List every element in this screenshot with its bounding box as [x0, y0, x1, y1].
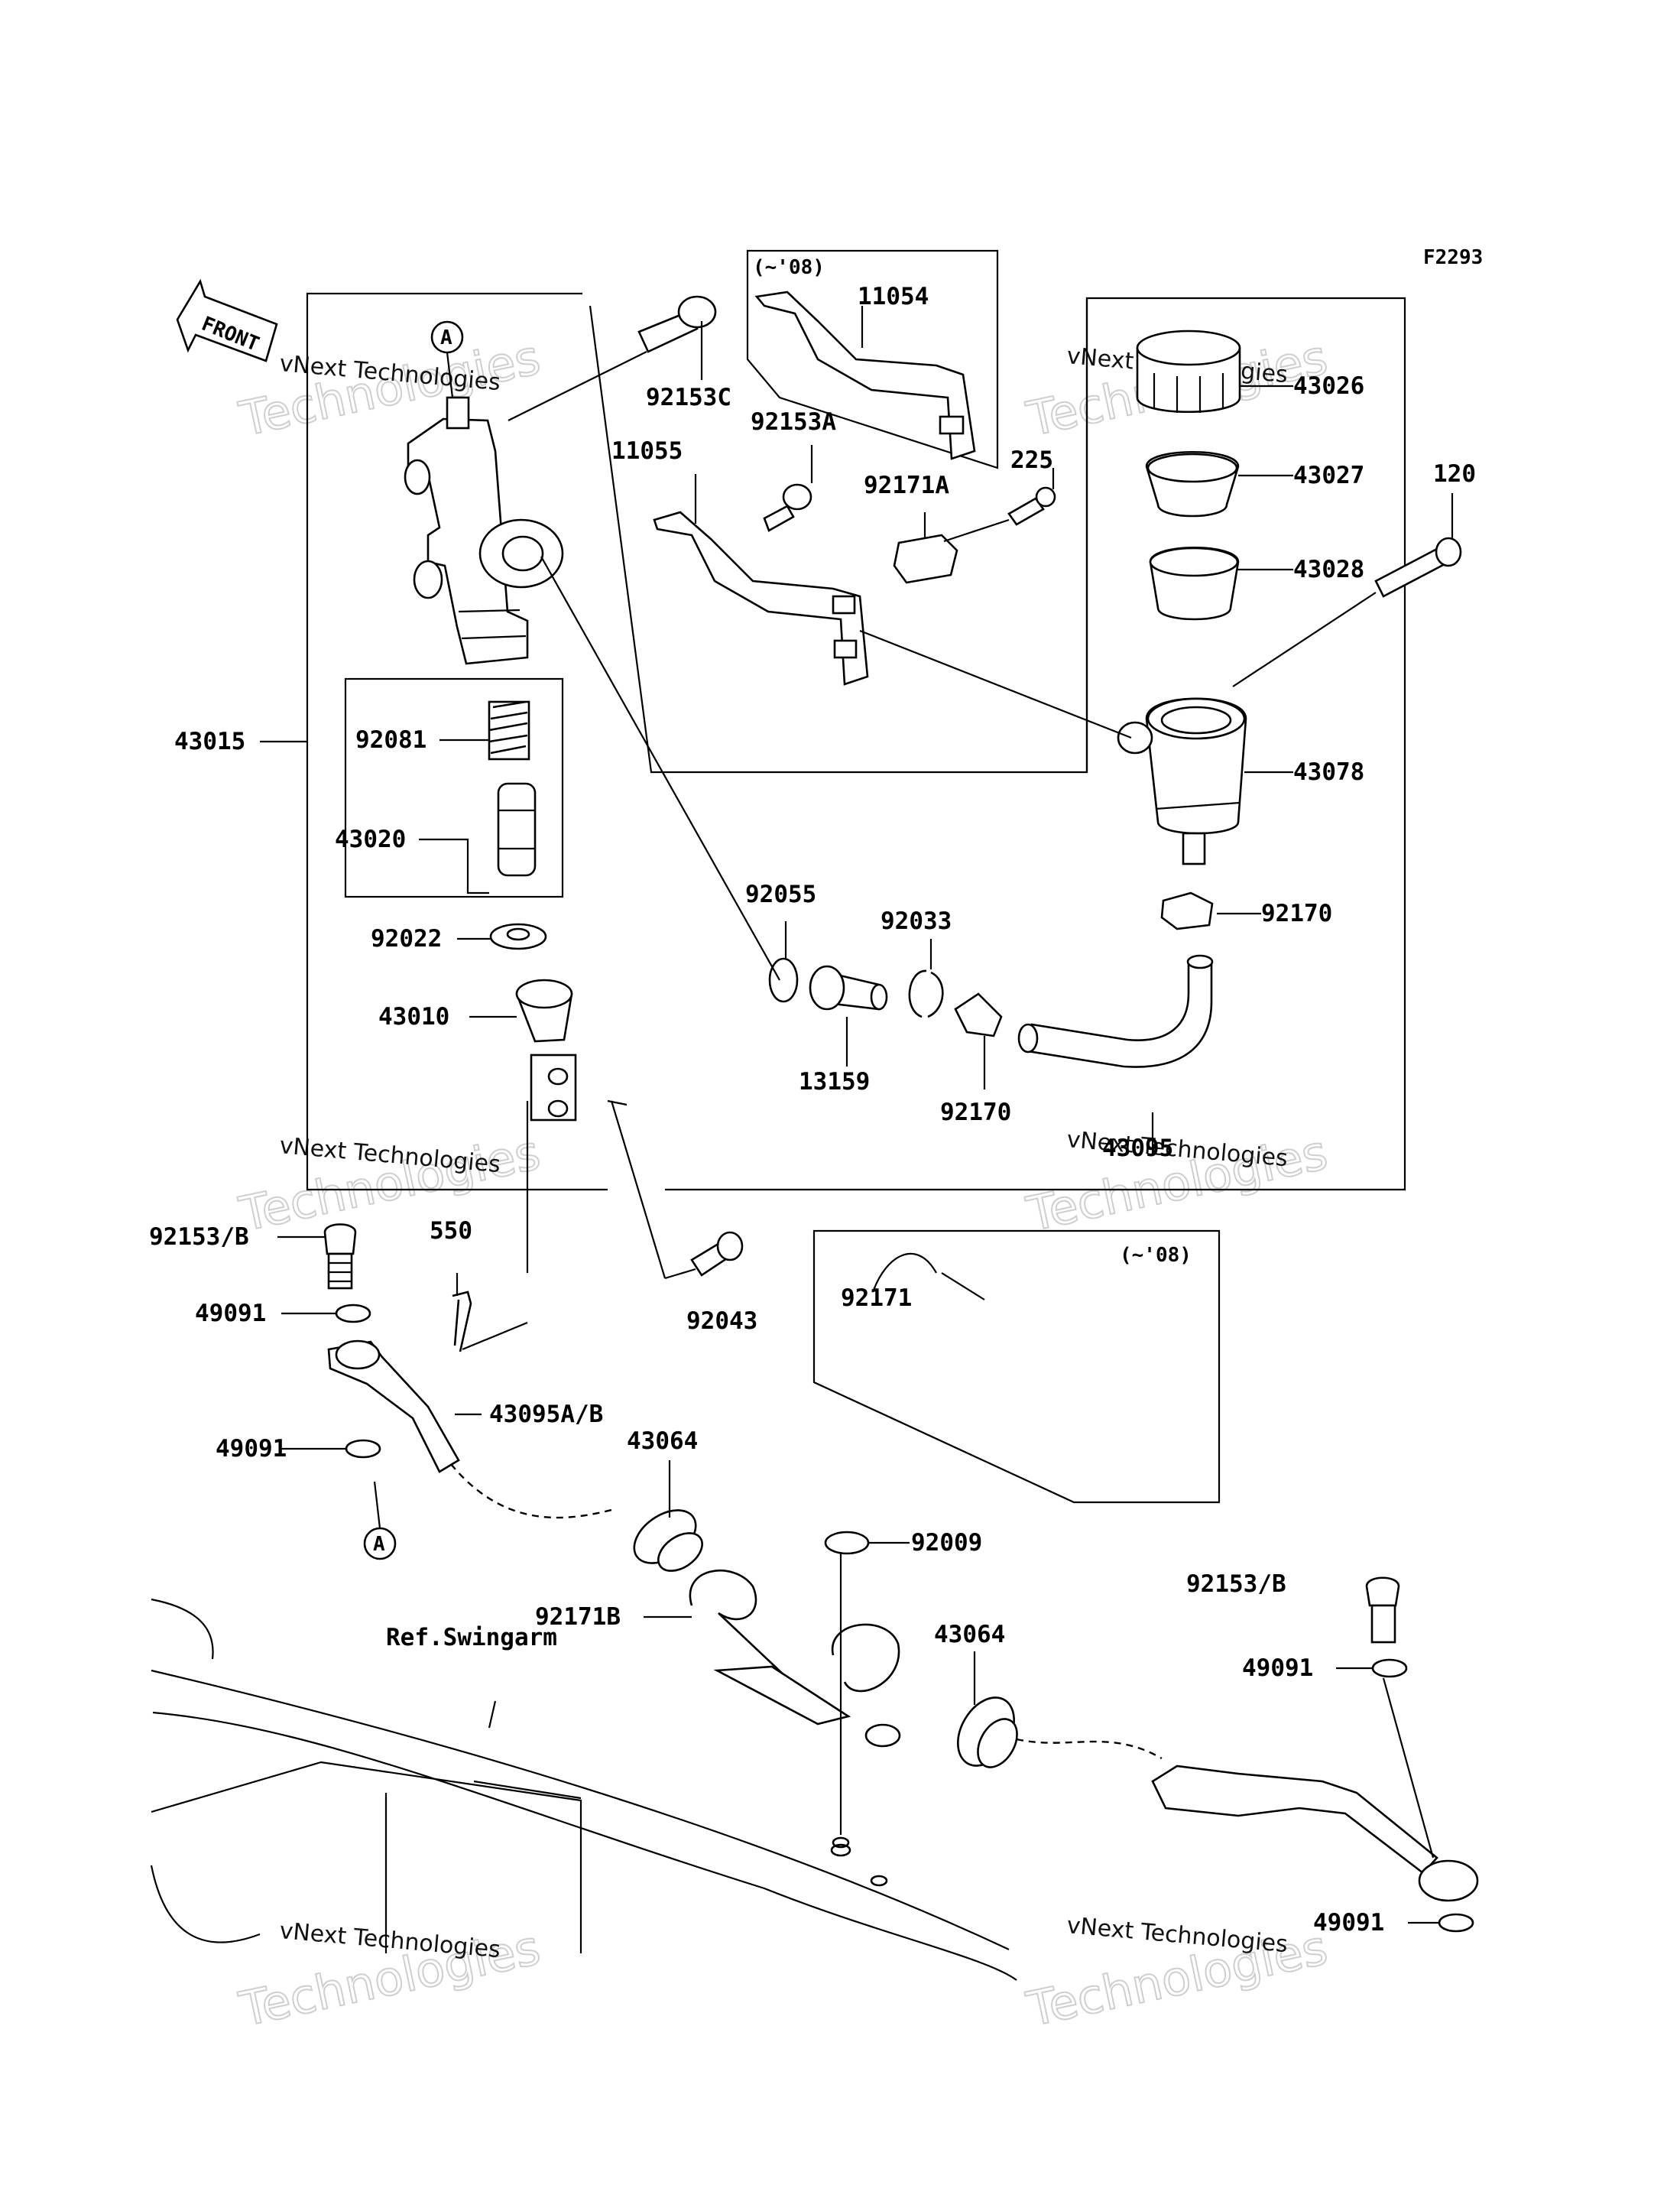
screw-120 [1232, 537, 1462, 687]
clamp-92171A [893, 534, 958, 584]
grommet-43064-2 [957, 1696, 1163, 1768]
fitting-13159 [809, 965, 888, 1011]
bracket-11054 [754, 291, 976, 460]
part-label-43095: 43095 [1102, 1135, 1173, 1162]
part-label-43020: 43020 [335, 826, 406, 853]
part-label-92170: 92170 [1261, 900, 1332, 927]
part-label-92153B: 92153/B [149, 1223, 249, 1251]
swingarm-outline [150, 1598, 1017, 1981]
part-label-92055: 92055 [745, 881, 816, 908]
variant-note: (~'08) [753, 256, 825, 279]
bolt-92153A [763, 483, 812, 532]
cotter-pin-550 [452, 1291, 472, 1352]
bolt-92153C [508, 295, 717, 421]
screw-92009 [824, 1531, 870, 1849]
part-label-43064: 43064 [934, 1621, 1005, 1648]
part-label-92043: 92043 [686, 1307, 757, 1335]
bracket-11055 [653, 511, 869, 686]
part-label-92009: 92009 [911, 1529, 982, 1557]
part-label-92171: 92171 [841, 1284, 912, 1312]
pushrod-43010 [515, 979, 577, 1122]
part-labels: 92153C 11054 92153A 225 11055 92171A 430… [149, 283, 1476, 1937]
part-label-92081: 92081 [355, 726, 426, 754]
part-label-43095AB: 43095A/B [489, 1401, 603, 1428]
ref-marker-a-bottom: A [363, 1481, 397, 1560]
svg-text:A: A [440, 326, 452, 349]
part-label-92171B: 92171B [535, 1603, 621, 1631]
plate-43027 [1145, 450, 1240, 518]
part-label-49091: 49091 [1242, 1654, 1313, 1682]
part-label-120: 120 [1433, 460, 1476, 488]
front-arrow-icon: FRONT [176, 278, 278, 362]
clip-92170-upper [1160, 891, 1214, 930]
circlip-92033 [908, 969, 944, 1018]
part-label-43028: 43028 [1293, 556, 1364, 583]
part-label-92153C: 92153C [646, 384, 731, 411]
hose-43095 [1017, 954, 1214, 1068]
clamp-92171B [689, 1570, 901, 1748]
leader-lines [260, 306, 1454, 1924]
grommet-43064-1 [633, 1509, 703, 1572]
part-label-43064: 43064 [627, 1427, 698, 1455]
part-label-43015: 43015 [174, 728, 245, 755]
diagram-code: F2293 [1423, 246, 1483, 269]
part-label-92171A: 92171A [864, 472, 949, 499]
part-label-92153B: 92153/B [1186, 1570, 1286, 1598]
part-label-43078: 43078 [1293, 758, 1364, 786]
variant-note: (~'08) [1120, 1244, 1192, 1267]
master-cylinder-body [404, 396, 564, 665]
part-label-43026: 43026 [1293, 372, 1364, 400]
washer-49091 [1371, 1658, 1408, 1678]
part-label-11054: 11054 [858, 283, 929, 310]
part-label-92033: 92033 [881, 907, 952, 935]
part-label-225: 225 [1010, 446, 1053, 474]
clip-92170-lower [954, 992, 1003, 1037]
cap-43026 [1136, 330, 1241, 414]
washer-49091 [345, 1439, 381, 1459]
hose-lower-right [1151, 1765, 1479, 1902]
reservoir-43078 [1117, 697, 1247, 865]
seal-92022 [489, 923, 547, 950]
oring-92055 [768, 957, 799, 1003]
svg-text:A: A [373, 1533, 385, 1556]
banjo-bolt-92153B-right [1365, 1576, 1435, 1859]
part-label-11055: 11055 [611, 437, 683, 465]
part-label-550: 550 [430, 1217, 472, 1245]
piston-43020 [497, 782, 537, 877]
ref-swingarm-label: Ref.Swingarm [386, 1624, 557, 1651]
screw-225 [943, 486, 1056, 543]
ref-marker-a-top: A [430, 320, 464, 417]
part-label-49091: 49091 [195, 1300, 266, 1327]
group-frames [306, 249, 1406, 1504]
banjo-bolt-92153B-left [323, 1223, 357, 1290]
part-label-43010: 43010 [378, 1003, 449, 1031]
spring-92081 [488, 700, 530, 761]
part-label-92022: 92022 [371, 925, 442, 953]
pin-92043 [610, 1100, 744, 1280]
washer-49091 [335, 1304, 371, 1323]
part-label-43027: 43027 [1293, 462, 1364, 489]
part-label-13159: 13159 [799, 1068, 870, 1096]
diaphragm-43028 [1149, 547, 1240, 621]
part-label-92153A: 92153A [751, 408, 836, 436]
washer-49091 [1438, 1913, 1474, 1933]
part-label-49091: 49091 [1313, 1909, 1384, 1937]
part-label-49091: 49091 [216, 1435, 287, 1463]
part-label-92170: 92170 [940, 1099, 1011, 1126]
hose-43095AB [327, 1339, 612, 1519]
